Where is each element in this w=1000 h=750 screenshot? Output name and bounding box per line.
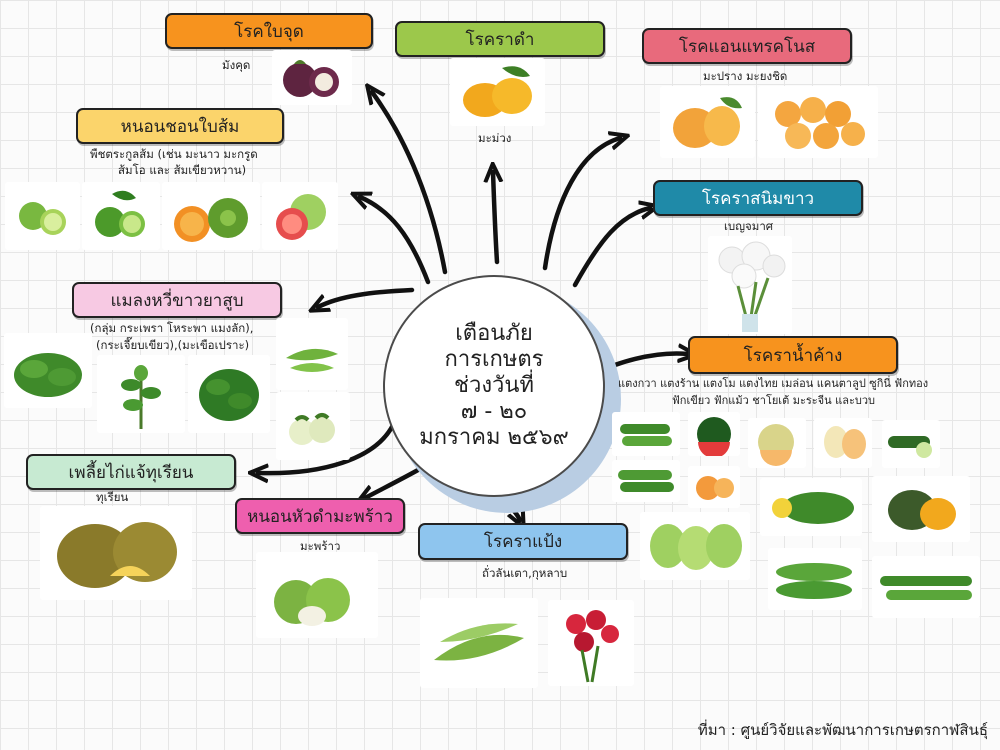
- node-black-rot-label: โรคราดำ: [395, 21, 605, 57]
- mango-image: [450, 58, 545, 126]
- node-anthracnose-crops: มะปราง มะยงชิด: [703, 69, 788, 83]
- center-line-4: ๗ - ๒๐: [460, 399, 528, 424]
- node-citrus-leafminer-crops-1: พืชตระกูลส้ม (เช่น มะนาว มะกรูด: [90, 147, 258, 161]
- node-whitefly-crops-2: (กระเจี๊ยบเขียว),(มะเขือเปราะ): [96, 338, 250, 352]
- arrow-to-coconut: [365, 467, 421, 498]
- eggplant-image: [276, 392, 350, 460]
- cucumber-image-2: [612, 460, 680, 502]
- rose-image: [548, 600, 634, 686]
- node-whitefly-crops-1: (กลุ่ม กระเพรา โหระพา แมงลัก),: [90, 321, 254, 335]
- node-downy-mildew-crops-2: ฟักเขียว ฟักแม้ว ชาโยเต้ มะระจีน และบวบ: [672, 394, 876, 407]
- bitter-gourd-image: [768, 548, 862, 610]
- luffa-image: [872, 556, 980, 618]
- coconut-image: [256, 552, 378, 638]
- arrow-to-anthracnose: [542, 138, 620, 271]
- node-whitefly-label: แมลงหวี่ขาวยาสูบ: [72, 282, 282, 318]
- wax-gourd-image: [760, 478, 862, 536]
- arrow-to-black-rot: [493, 172, 497, 265]
- chayote-image: [640, 512, 750, 580]
- thai-melon-image: [814, 418, 872, 468]
- marian-plum-image-2: [758, 86, 878, 158]
- zucchini-image: [882, 420, 940, 468]
- durian-image: [40, 506, 192, 600]
- node-leaf-spot-crops: มังคุด: [222, 58, 251, 72]
- watermelon-image: [688, 412, 740, 456]
- kaffir-lime-image: [82, 182, 160, 250]
- melon-image: [748, 418, 806, 468]
- arrow-to-whitefly: [318, 287, 415, 307]
- pomelo-image: [262, 182, 338, 250]
- node-coconut-crops: มะพร้าว: [300, 539, 341, 553]
- center-line-2: การเกษตร: [444, 347, 544, 372]
- center-line-5: มกราคม ๒๕๖๙: [419, 425, 569, 450]
- arrow-to-downy-mildew: [609, 354, 688, 369]
- sweet-basil-image: [97, 355, 185, 433]
- center-line-1: เตือนภัย: [455, 321, 533, 346]
- mangosteen-image: [272, 50, 352, 105]
- node-black-rot-crops: มะม่วง: [478, 131, 512, 145]
- arrow-to-white-rust: [572, 208, 650, 288]
- marian-plum-image-1: [660, 86, 755, 158]
- tangerine-image: [162, 182, 260, 250]
- node-leaf-spot-label: โรคใบจุด: [165, 13, 373, 49]
- node-durian-psyllid-label: เพลี้ยไก่แจ้ทุเรียน: [26, 454, 236, 490]
- node-downy-mildew-crops-1: แตงกวา แตงร้าน แตงโม แตงไทย เมล่อน แคนตา…: [618, 377, 929, 390]
- center-circle: เตือนภัย การเกษตร ช่วงวันที่ ๗ - ๒๐ มกรา…: [383, 275, 605, 497]
- node-downy-mildew-label: โรคราน้ำค้าง: [688, 336, 898, 374]
- center-line-3: ช่วงวันที่: [454, 373, 534, 398]
- node-powdery-mildew-crops: ถั่วลันเตา,กุหลาบ: [482, 566, 568, 580]
- arrow-to-citrus-leafminer: [360, 197, 431, 285]
- node-white-rust-crops: เบญจมาศ: [724, 219, 774, 233]
- node-anthracnose-label: โรคแอนแทรคโนส: [642, 28, 852, 64]
- node-powdery-mildew-label: โรคราแป้ง: [418, 523, 628, 560]
- cantaloupe-image: [688, 466, 740, 508]
- holy-basil-image: [4, 333, 92, 408]
- arrow-to-leaf-spot: [372, 92, 448, 275]
- pumpkin-image: [872, 476, 970, 542]
- cucumber-image: [612, 412, 680, 456]
- node-white-rust-label: โรคราสนิมขาว: [653, 180, 863, 216]
- chrysanthemum-image: [708, 236, 792, 334]
- lemon-basil-image: [188, 355, 270, 433]
- lime-image: [5, 182, 80, 250]
- pea-image: [420, 598, 538, 688]
- node-citrus-leafminer-label: หนอนชอนใบส้ม: [76, 108, 284, 144]
- source-credit: ที่มา : ศูนย์วิจัยและพัฒนาการเกษตรกาฬสิน…: [697, 721, 988, 739]
- node-durian-psyllid-crops: ทุเรียน: [96, 490, 129, 504]
- node-coconut-label: หนอนหัวดำมะพร้าว: [235, 498, 405, 534]
- node-citrus-leafminer-crops-2: ส้มโอ และ ส้มเขียวหวาน): [118, 163, 247, 177]
- okra-image: [276, 318, 348, 390]
